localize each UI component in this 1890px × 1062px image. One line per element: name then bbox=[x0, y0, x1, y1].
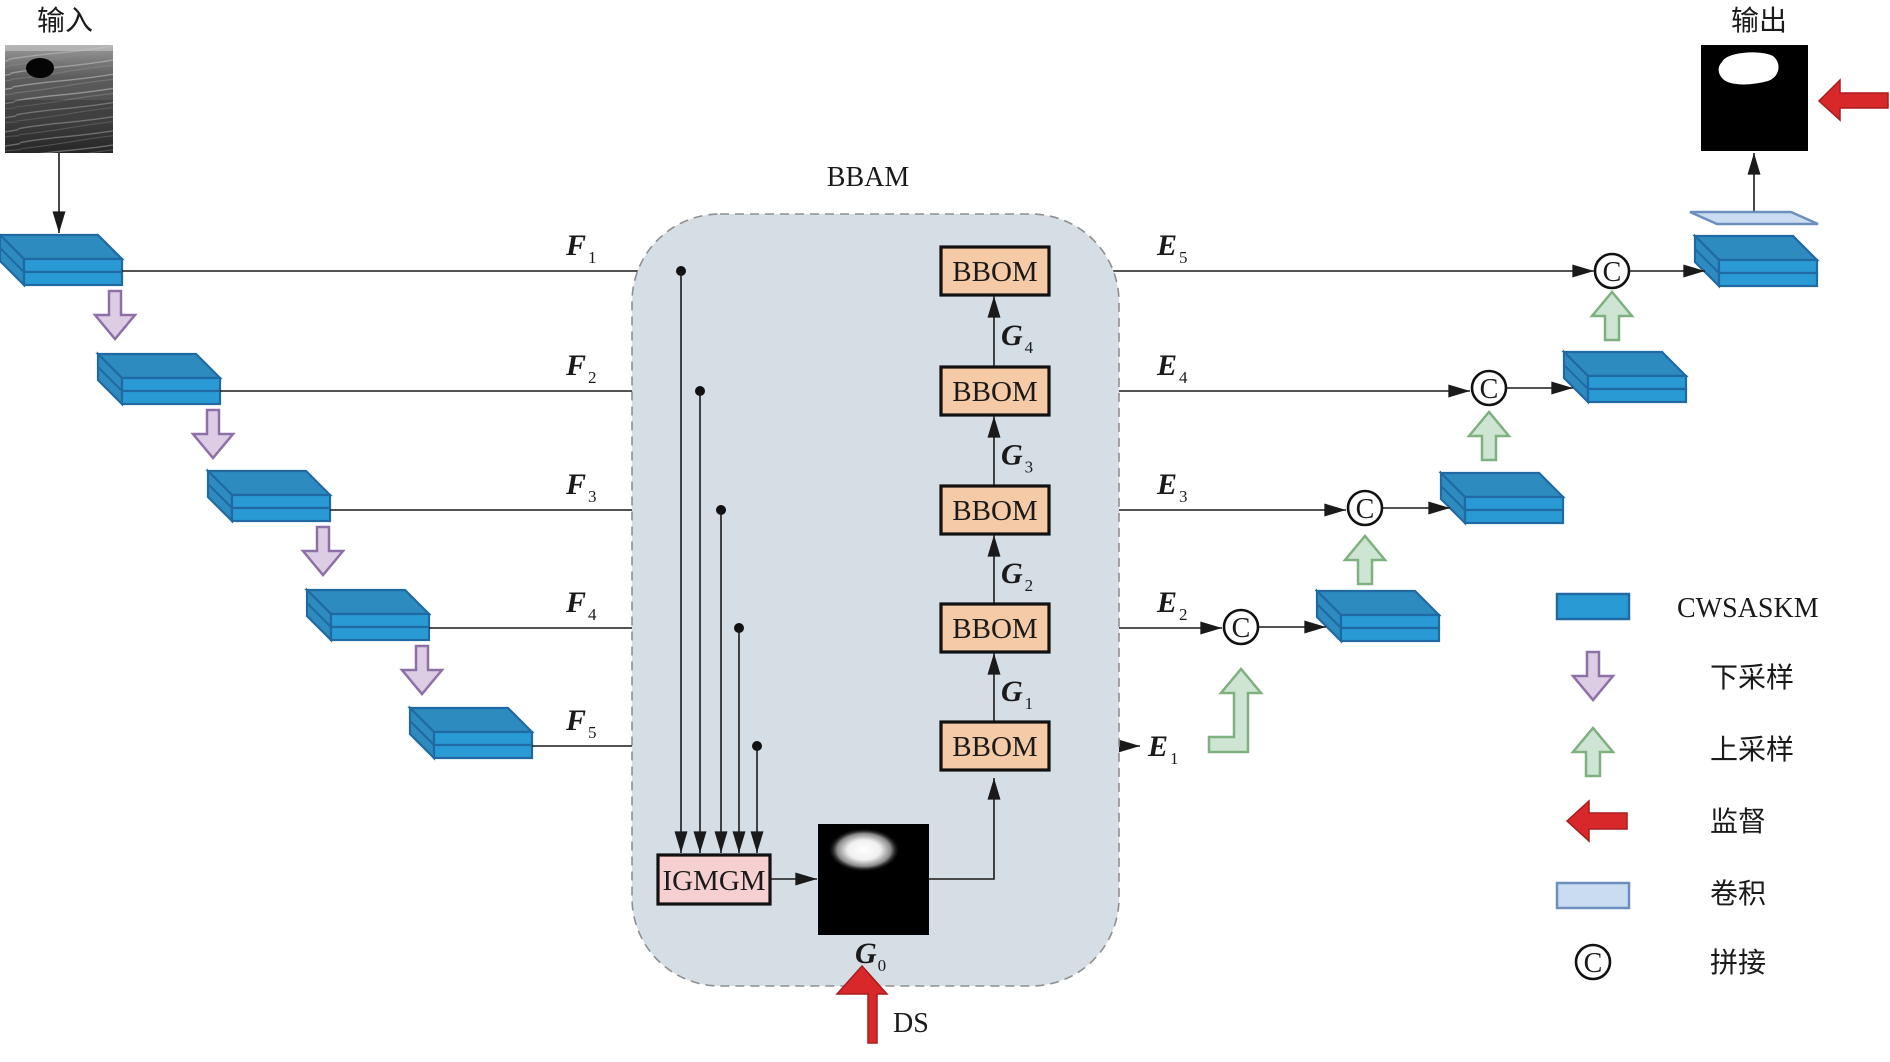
concat-node-2: C bbox=[1346, 489, 1384, 527]
decoder-block-2 bbox=[1438, 470, 1566, 526]
legend-label: 卷积 bbox=[1710, 877, 1766, 910]
legend-label: 下采样 bbox=[1710, 661, 1794, 694]
legend-item-6: C 拼接 bbox=[1574, 943, 1766, 981]
igmgm-block[interactable]: IGMGM bbox=[656, 853, 772, 906]
bbom-label: BBOM bbox=[952, 376, 1037, 408]
downsample-arrow-3 bbox=[300, 525, 346, 577]
g0-label: G0 bbox=[855, 937, 886, 975]
upsample-elbow-arrow-1 bbox=[1207, 667, 1264, 754]
g0-to-bbom1-arrow bbox=[929, 778, 1001, 880]
encoder-block-3 bbox=[205, 468, 333, 524]
bbom-block-3[interactable]: BBOM bbox=[939, 484, 1051, 536]
bbom-label: BBOM bbox=[952, 256, 1037, 288]
decoder-block-4 bbox=[1692, 233, 1820, 289]
downsample-arrow-icon bbox=[1570, 650, 1616, 702]
legend-item-3: 上采样 bbox=[1570, 726, 1794, 778]
concat-symbol: C bbox=[1603, 257, 1622, 288]
bbom-label: BBOM bbox=[952, 731, 1037, 763]
input-ultrasound-image bbox=[5, 45, 113, 153]
legend-item-4: 监督 bbox=[1565, 799, 1766, 843]
legend-item-2: 下采样 bbox=[1570, 650, 1794, 702]
input-label: 输入 bbox=[37, 4, 93, 37]
bbom-block-1[interactable]: BBOM bbox=[939, 720, 1051, 772]
legend-label: 监督 bbox=[1710, 805, 1766, 838]
concat-symbol: C bbox=[1480, 374, 1499, 405]
bbom-label: BBOM bbox=[952, 613, 1037, 645]
upsample-arrow-4 bbox=[1589, 290, 1635, 342]
convolution-plate-icon bbox=[1555, 881, 1631, 910]
final-convolution-plate bbox=[1689, 210, 1819, 226]
concat-node-1: C bbox=[1222, 608, 1260, 646]
downsample-arrow-1 bbox=[92, 289, 138, 341]
encoder-block-5 bbox=[407, 705, 535, 761]
decoder-block-3 bbox=[1561, 349, 1689, 405]
legend-label: 拼接 bbox=[1710, 946, 1766, 979]
concat-symbol: C bbox=[1356, 494, 1375, 525]
upsample-arrow-icon bbox=[1570, 726, 1616, 778]
upsample-arrow-2 bbox=[1342, 534, 1388, 586]
legend-label: 上采样 bbox=[1710, 733, 1794, 766]
legend-label: CWSASKM bbox=[1677, 593, 1819, 624]
igmgm-label: IGMGM bbox=[662, 865, 765, 897]
supervision-arrow-icon bbox=[1565, 799, 1628, 843]
concat-symbol: C bbox=[1584, 948, 1603, 979]
concat-node-3: C bbox=[1470, 369, 1508, 407]
bbam-title: BBAM bbox=[827, 162, 910, 193]
encoder-block-2 bbox=[95, 351, 223, 407]
output-label: 输出 bbox=[1731, 4, 1787, 37]
g0-guidance-map-image bbox=[818, 824, 929, 935]
concat-node-4: C bbox=[1593, 252, 1631, 290]
legend-item-5: 卷积 bbox=[1555, 877, 1766, 910]
bbom-block-2[interactable]: BBOM bbox=[939, 602, 1051, 654]
upsample-arrow-3 bbox=[1466, 410, 1512, 462]
encoder-block-4 bbox=[304, 587, 432, 643]
encoder-block-1 bbox=[0, 233, 125, 288]
bbom-label: BBOM bbox=[952, 495, 1037, 527]
concat-circle-icon: C bbox=[1574, 943, 1612, 981]
downsample-arrow-2 bbox=[190, 408, 236, 460]
ds-label: DS bbox=[893, 1008, 929, 1039]
output-mask-image bbox=[1701, 45, 1808, 151]
bbom-block-5[interactable]: BBOM bbox=[939, 245, 1051, 297]
bbom-block-4[interactable]: BBOM bbox=[939, 365, 1051, 417]
legend-item-1: CWSASKM bbox=[1555, 592, 1819, 624]
cwsaskm-block-icon bbox=[1555, 592, 1631, 621]
ds-supervision-arrow-icon bbox=[835, 964, 889, 1044]
output-supervision-arrow-icon bbox=[1817, 78, 1889, 122]
concat-symbol: C bbox=[1232, 613, 1251, 644]
downsample-arrow-4 bbox=[399, 644, 445, 696]
decoder-block-1 bbox=[1314, 588, 1442, 644]
